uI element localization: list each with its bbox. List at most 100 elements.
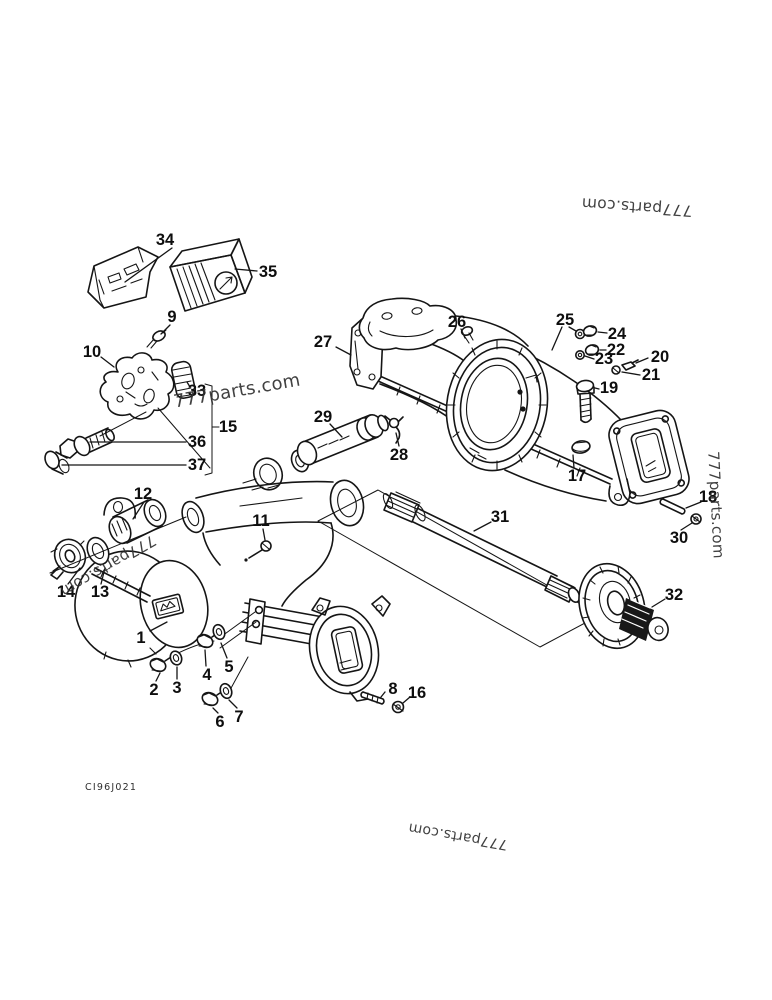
part-label-18: 18 [699, 488, 717, 506]
axle-shaft-31 [382, 491, 581, 603]
callout-11: 11 [252, 512, 270, 541]
part-label-14: 14 [57, 583, 76, 601]
part-label-19: 19 [600, 379, 618, 397]
rear-axle-housing [349, 297, 702, 525]
drawing-code: CI96J021 [85, 782, 137, 793]
callout-20: 20 [635, 348, 669, 366]
watermark-bottom: 777parts.com [407, 819, 509, 852]
callout-5: 5 [220, 642, 234, 676]
callout-25: 25 [551, 311, 577, 351]
part-label-35: 35 [259, 263, 277, 281]
part-label-13: 13 [91, 583, 109, 601]
washer-13 [86, 536, 110, 566]
watermark-top-right: 777parts.com [581, 194, 693, 220]
bolt-26 [460, 325, 474, 344]
part-label-23: 23 [595, 350, 613, 368]
cup-37 [44, 450, 70, 475]
part-label-12: 12 [134, 485, 152, 503]
callout-2: 2 [149, 672, 161, 699]
part-label-33: 33 [188, 382, 206, 400]
stud-8 [360, 691, 385, 705]
washer-5 [212, 623, 226, 641]
callout-1: 1 [136, 621, 168, 647]
group-bracket-15 [204, 383, 220, 476]
hub-32 [578, 562, 669, 650]
bolt-22 [584, 344, 600, 356]
part-label-5: 5 [224, 658, 233, 676]
callout-33: 33 [186, 381, 206, 400]
part-label-16: 16 [408, 684, 426, 702]
callout-31: 31 [473, 508, 509, 532]
callout-18: 18 [685, 488, 717, 509]
part-label-25: 25 [556, 311, 574, 329]
pad-33 [170, 360, 197, 399]
callout-28: 28 [390, 432, 408, 464]
part-label-30: 30 [670, 529, 688, 547]
callout-22: 22 [599, 341, 625, 359]
part-label-22: 22 [607, 341, 625, 359]
watermark-upper-middle: 777parts.com [172, 370, 302, 413]
callout-3: 3 [172, 666, 182, 697]
part-label-26: 26 [448, 313, 466, 331]
callout-24: 24 [597, 325, 627, 343]
part-label-28: 28 [390, 446, 408, 464]
callout-12: 12 [132, 485, 152, 520]
casting-10 [99, 352, 211, 469]
part-label-6: 6 [215, 713, 224, 731]
part-label-24: 24 [608, 325, 627, 343]
part-label-29: 29 [314, 408, 332, 426]
callout-10: 10 [83, 343, 115, 368]
part-label-4: 4 [202, 666, 212, 684]
callout-19: 19 [594, 379, 618, 397]
callout-4: 4 [202, 649, 212, 684]
callout-37: 37 [61, 456, 206, 474]
nut-30 [690, 513, 702, 525]
bolt-6 [201, 690, 224, 707]
part-label-2: 2 [149, 681, 158, 699]
plug-17 [571, 440, 591, 454]
callout-27: 27 [314, 333, 352, 356]
callout-14: 14 [57, 567, 81, 601]
callout-34: 34 [124, 231, 175, 283]
bolt-4 [196, 632, 219, 649]
callout-35: 35 [234, 263, 277, 281]
pin-18 [659, 498, 686, 515]
watermark-right: 777parts.com [704, 451, 728, 559]
callout-32: 32 [651, 586, 683, 608]
fitting-28 [384, 415, 404, 444]
plate-34 [87, 246, 159, 309]
washer-3 [169, 650, 183, 666]
part-label-32: 32 [665, 586, 683, 604]
part-label-20: 20 [651, 348, 669, 366]
part-label-7: 7 [234, 708, 243, 726]
part-label-3: 3 [172, 679, 181, 697]
bolt-24 [582, 325, 598, 337]
callout-30: 30 [670, 522, 693, 547]
callout-17: 17 [568, 454, 586, 485]
callout-26: 26 [448, 313, 466, 339]
bolt-2 [149, 656, 172, 673]
callout-16: 16 [402, 684, 426, 704]
callout-23: 23 [584, 350, 613, 368]
nut-16 [391, 700, 405, 714]
clip-20 [621, 359, 639, 371]
part-label-1: 1 [136, 629, 145, 647]
washer-21 [611, 365, 621, 375]
part-label-34: 34 [156, 231, 175, 249]
callout-8: 8 [380, 680, 398, 698]
part-label-11: 11 [252, 512, 269, 530]
callout-6: 6 [212, 707, 225, 731]
callout-7: 7 [228, 699, 244, 726]
part-label-17: 17 [568, 467, 586, 485]
part-label-21: 21 [642, 366, 660, 384]
bolt-19 [575, 379, 595, 424]
callout-15: 15 [219, 418, 237, 436]
part-label-31: 31 [491, 508, 509, 526]
callout-21: 21 [621, 366, 660, 384]
brand-badge [151, 593, 185, 620]
cover-box-35 [169, 238, 253, 312]
washer-23 [574, 349, 585, 360]
washer-7 [219, 682, 233, 700]
